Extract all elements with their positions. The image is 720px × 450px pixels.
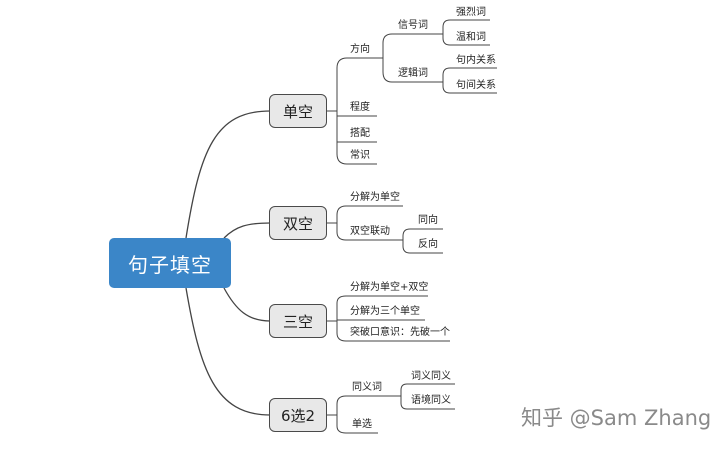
node-yujingtongyi[interactable]: 语境同义 (411, 395, 451, 406)
node-juneiguanxi[interactable]: 句内关系 (456, 55, 496, 66)
branch-node-sankong[interactable]: 三空 (269, 304, 327, 338)
connector-tongyi-children (393, 383, 455, 410)
node-shuangkongliandong[interactable]: 双空联动 (350, 226, 390, 237)
node-fenjieweidankong[interactable]: 分解为单空 (350, 192, 400, 203)
node-tongyici[interactable]: 同义词 (352, 382, 382, 393)
node-fenjie-dan-shuang[interactable]: 分解为单空+双空 (350, 282, 429, 293)
connector-danKong-children (327, 57, 383, 165)
node-jujianguanxi[interactable]: 句间关系 (456, 80, 496, 91)
node-tongxiang[interactable]: 同向 (418, 215, 438, 226)
node-ciyitongyi[interactable]: 词义同义 (411, 371, 451, 382)
node-dapei[interactable]: 搭配 (350, 128, 370, 139)
connector-fangxiang-children (382, 33, 432, 83)
connector-liandong-children (393, 228, 443, 254)
connector-xinhao-children (432, 19, 490, 46)
node-danxuan[interactable]: 单选 (352, 419, 372, 430)
root-node[interactable]: 句子填空 (109, 238, 231, 288)
node-fangxiang[interactable]: 方向 (350, 44, 370, 55)
branch-node-dankong[interactable]: 单空 (269, 94, 327, 128)
connector-sanKong-children (327, 295, 450, 342)
node-changshi[interactable]: 常识 (350, 150, 370, 161)
connector-root-shuangKong (223, 222, 271, 239)
connector-6xuan2-children (327, 395, 393, 434)
branch-node-shuangkong[interactable]: 双空 (269, 206, 327, 240)
node-fenjie-sange[interactable]: 分解为三个单空 (350, 306, 420, 317)
node-fanxiang[interactable]: 反向 (418, 239, 438, 250)
connector-luoji-children (432, 67, 497, 94)
branch-node-6xuan2[interactable]: 6选2 (269, 398, 327, 432)
connector-shuangKong-children (327, 205, 403, 241)
connector-root-6xuan2 (185, 287, 271, 416)
node-chengdu[interactable]: 程度 (350, 102, 370, 113)
node-qianglieci[interactable]: 强烈词 (456, 7, 486, 18)
connector-root-danKong (185, 110, 271, 239)
connector-root-sanKong (223, 287, 271, 322)
node-tupokou[interactable]: 突破口意识：先破一个 (350, 327, 450, 338)
watermark: 知乎 @Sam Zhang (521, 406, 712, 430)
node-wenheci[interactable]: 温和词 (456, 32, 486, 43)
node-xinhaoci[interactable]: 信号词 (398, 20, 428, 31)
node-luojici[interactable]: 逻辑词 (398, 68, 428, 79)
